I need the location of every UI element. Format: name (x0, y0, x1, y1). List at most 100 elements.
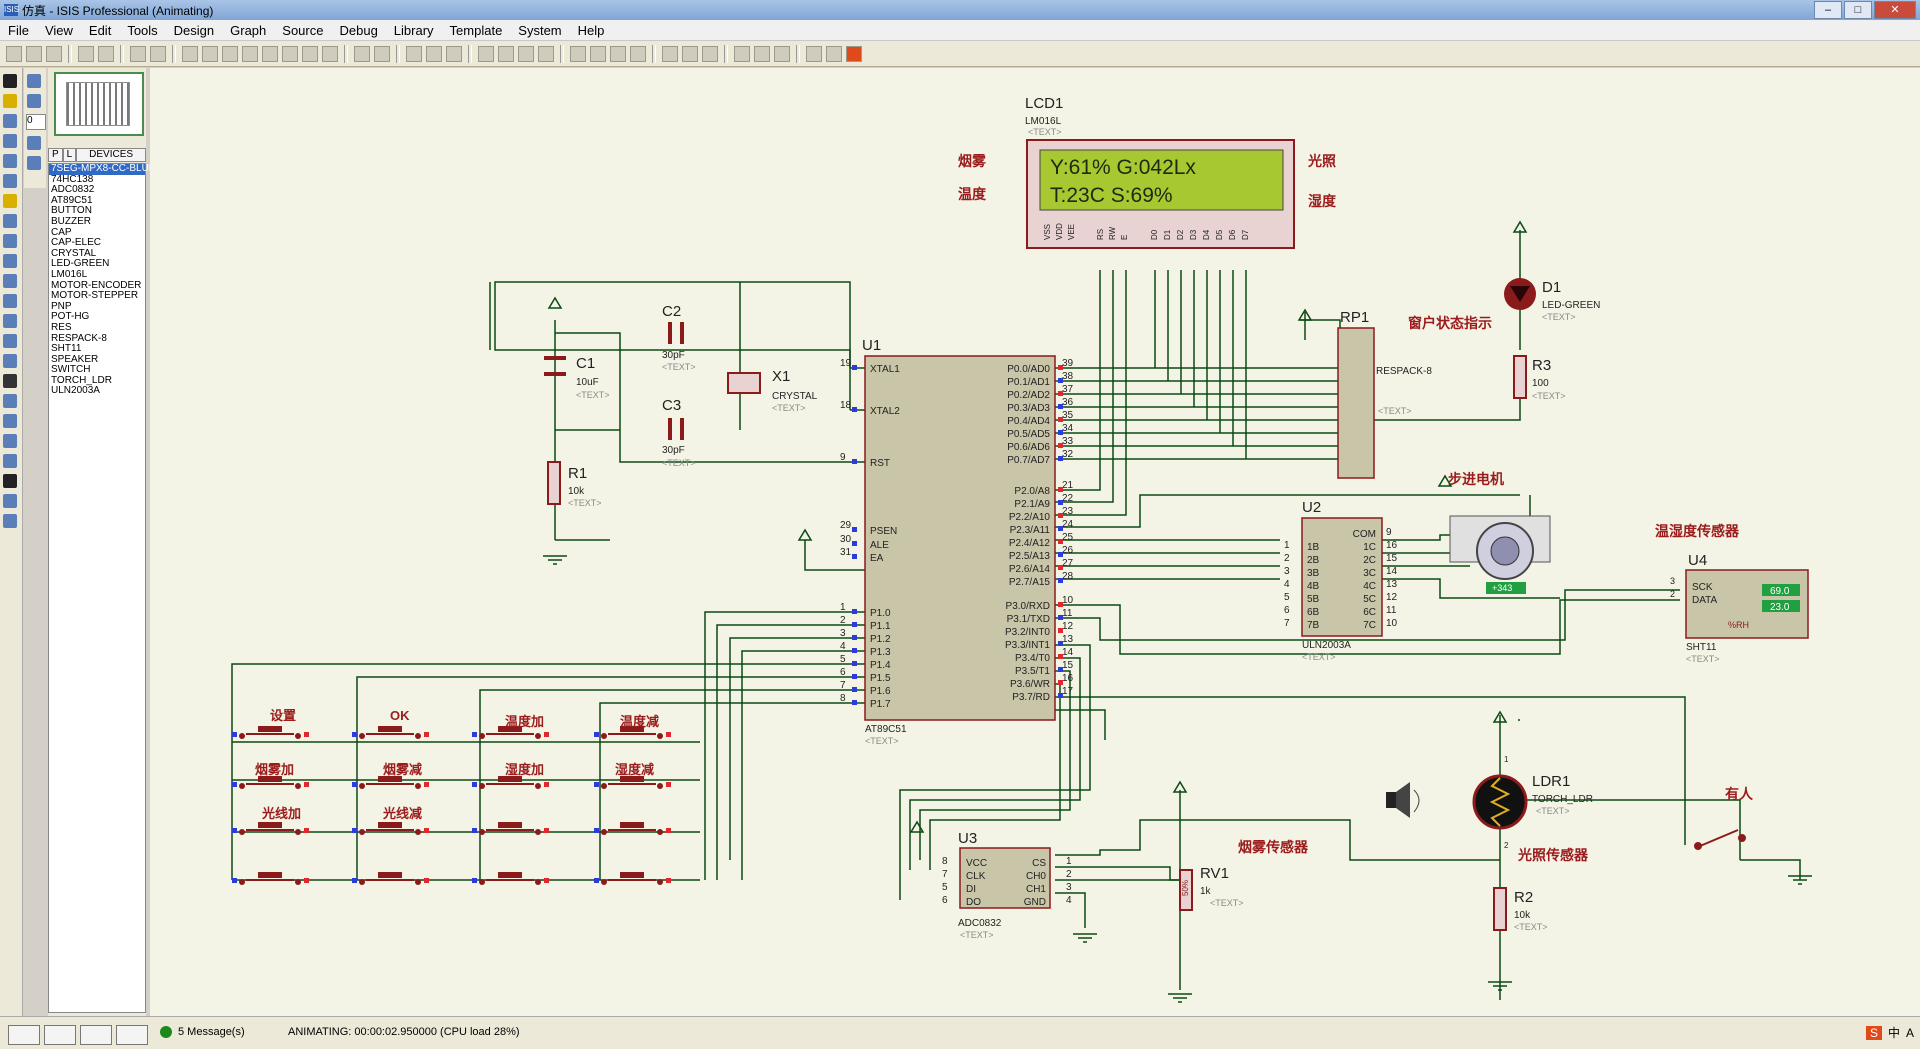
symbol-icon[interactable] (3, 494, 17, 508)
block-copy-icon[interactable] (478, 45, 494, 62)
list-item[interactable]: TORCH_LDR (51, 374, 112, 386)
list-item[interactable]: CAP-ELEC (51, 237, 102, 249)
keypad-button[interactable] (232, 726, 309, 739)
selection-mode-icon[interactable] (3, 74, 17, 88)
close-button[interactable]: ✕ (1874, 1, 1916, 19)
keypad-button[interactable] (232, 776, 309, 789)
block-rotate-icon[interactable] (518, 45, 534, 62)
origin-icon[interactable] (222, 45, 238, 62)
list-item[interactable]: 7SEG-MPX8-CC-BLUE (49, 163, 156, 175)
pick-devices-button[interactable]: P (48, 148, 63, 162)
redraw-icon[interactable] (182, 45, 198, 62)
line-icon[interactable] (3, 374, 17, 388)
keypad-button[interactable] (594, 822, 671, 835)
list-item[interactable]: SPEAKER (51, 353, 99, 365)
menu-source[interactable]: Source (282, 22, 324, 38)
list-item[interactable]: CAP (51, 226, 72, 238)
keypad-button[interactable] (594, 872, 671, 885)
keypad-button[interactable] (472, 822, 549, 835)
property-tool-icon[interactable] (702, 45, 718, 62)
paste-icon[interactable] (446, 45, 462, 62)
overview-window[interactable] (54, 72, 144, 136)
list-item[interactable]: AT89C51 (51, 194, 93, 206)
text-icon[interactable] (3, 474, 17, 488)
current-probe-icon[interactable] (3, 334, 17, 348)
bus-icon[interactable] (3, 174, 17, 188)
step-button[interactable] (44, 1025, 76, 1045)
keypad-button[interactable] (472, 726, 549, 739)
netlist-to-ares-icon[interactable] (846, 45, 862, 62)
graph-icon[interactable] (3, 254, 17, 268)
list-item[interactable]: MOTOR-ENCODER (51, 279, 142, 291)
tape-recorder-icon[interactable] (3, 274, 17, 288)
packaging-icon[interactable] (610, 45, 626, 62)
copy-icon[interactable] (426, 45, 442, 62)
list-item[interactable]: LM016L (51, 268, 88, 280)
library-manager-button[interactable]: L (62, 148, 77, 162)
wire-autorouter-icon[interactable] (662, 45, 678, 62)
play-button[interactable] (8, 1025, 40, 1045)
keypad-button[interactable] (352, 776, 429, 789)
list-item[interactable]: PNP (51, 300, 72, 312)
pan-icon[interactable] (242, 45, 258, 62)
menu-system[interactable]: System (518, 22, 562, 38)
list-item[interactable]: RESPACK-8 (51, 332, 107, 344)
keypad-button[interactable] (594, 776, 671, 789)
font-mode-icon[interactable]: A (1905, 1025, 1914, 1040)
redo-icon[interactable] (374, 45, 390, 62)
list-item[interactable]: BUZZER (51, 215, 91, 227)
keypad-button[interactable] (594, 726, 671, 739)
box-icon[interactable] (3, 394, 17, 408)
voltage-probe-icon[interactable] (3, 314, 17, 328)
minimize-button[interactable]: – (1814, 1, 1842, 19)
keypad-button[interactable] (352, 872, 429, 885)
rotate-ccw-icon[interactable] (27, 94, 41, 108)
list-item[interactable]: BUTTON (51, 205, 92, 217)
zoom-out-icon[interactable] (282, 45, 298, 62)
rotation-value[interactable]: 0 (26, 114, 46, 130)
undo-icon[interactable] (354, 45, 370, 62)
menu-view[interactable]: View (44, 22, 73, 38)
print-icon[interactable] (130, 45, 146, 62)
menu-help[interactable]: Help (577, 22, 605, 38)
wire-label-icon[interactable] (3, 134, 17, 148)
device-pins-icon[interactable] (3, 234, 17, 248)
bill-of-materials-icon[interactable] (806, 45, 822, 62)
new-sheet-icon[interactable] (734, 45, 750, 62)
keypad-button[interactable] (472, 776, 549, 789)
cut-icon[interactable] (406, 45, 422, 62)
import-icon[interactable] (78, 45, 94, 62)
list-item[interactable]: MOTOR-STEPPER (51, 290, 139, 302)
zoom-all-icon[interactable] (302, 45, 318, 62)
maximize-button[interactable]: □ (1844, 1, 1872, 19)
export-icon[interactable] (98, 45, 114, 62)
erc-icon[interactable] (826, 45, 842, 62)
flip-vertical-icon[interactable] (27, 156, 41, 170)
ime-mode-icon[interactable]: 中 (1887, 1026, 1900, 1040)
pick-device-icon[interactable] (570, 45, 586, 62)
save-icon[interactable] (46, 45, 62, 62)
remove-sheet-icon[interactable] (754, 45, 770, 62)
list-item[interactable]: ADC0832 (51, 184, 95, 196)
keypad-button[interactable] (232, 822, 309, 835)
search-icon[interactable] (682, 45, 698, 62)
generator-icon[interactable] (3, 294, 17, 308)
list-item[interactable]: POT-HG (51, 311, 90, 323)
new-icon[interactable] (6, 45, 22, 62)
path-icon[interactable] (3, 454, 17, 468)
menu-template[interactable]: Template (449, 22, 503, 38)
menu-library[interactable]: Library (393, 22, 434, 38)
marker-icon[interactable] (3, 514, 17, 528)
keypad-button[interactable] (472, 872, 549, 885)
block-delete-icon[interactable] (538, 45, 554, 62)
menu-file[interactable]: File (8, 22, 29, 38)
keypad-button[interactable] (352, 822, 429, 835)
stop-button[interactable] (116, 1025, 148, 1045)
open-icon[interactable] (26, 45, 42, 62)
list-item[interactable]: ULN2003A (51, 385, 100, 397)
menu-edit[interactable]: Edit (88, 22, 112, 38)
schematic-canvas[interactable]: LCD1 LM016L <TEXT> Y:61% G:042Lx T:23C S… (150, 68, 1920, 1016)
rotate-cw-icon[interactable] (27, 74, 41, 88)
virtual-instruments-icon[interactable] (3, 354, 17, 368)
text-script-icon[interactable] (3, 154, 17, 168)
